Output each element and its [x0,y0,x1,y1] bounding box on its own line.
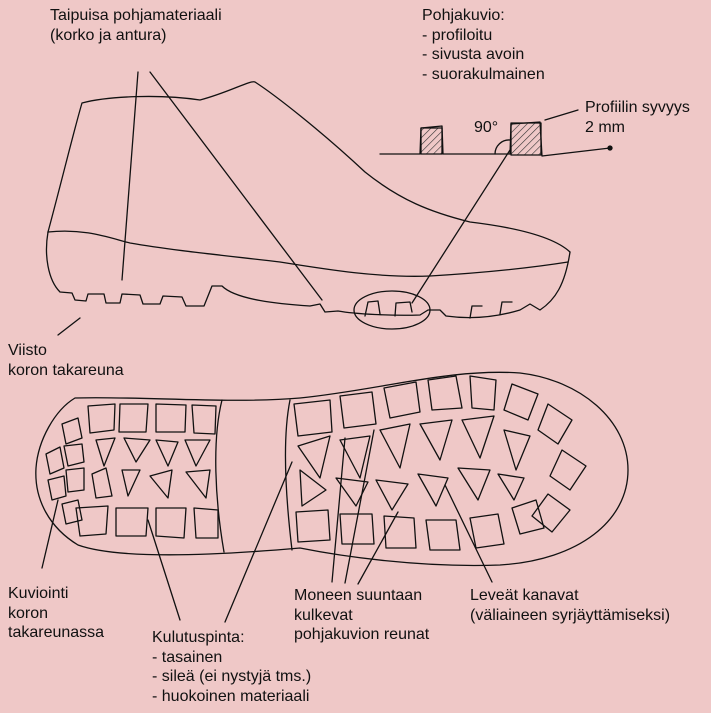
pointer-wear-1 [148,520,180,620]
pointer-profile [412,150,510,303]
pointer-heel-edge [58,318,80,335]
label-wide-channels: Leveät kanavat (väliaineen syrjäyttämise… [470,586,670,625]
pointer-channels [445,485,492,582]
pointer-depth [545,110,578,120]
angle-arc [495,140,510,154]
label-angle: 90° [474,118,498,138]
pointer-flexible-2 [150,72,322,300]
label-sole-pattern: Pohjakuvio: - profiloitu - sivusta avoin… [422,6,545,84]
pointer-multi-2 [345,430,374,583]
profile-highlight-ellipse [354,291,430,329]
profile-block-2 [511,123,541,155]
pointer-multi-1 [332,438,345,582]
profile-end-dot [608,146,612,150]
label-profile-depth: Profiilin syvyys 2 mm [585,98,690,137]
label-wear-surface: Kulutuspinta: - tasainen - sileä (ei nys… [152,628,311,706]
label-multi-direction-edges: Moneen suuntaan kulkevat pohjakuvion reu… [294,586,429,645]
profile-block-1 [421,128,442,154]
heel-tread-blocks [46,404,218,538]
label-flexible-sole: Taipuisa pohjamateriaali (korko ja antur… [50,6,222,45]
midsole-line [48,231,568,276]
pointer-flexible-1 [122,72,138,280]
waist-line-left [216,400,224,552]
label-heel-pattern: Kuviointi koron takareunassa [8,584,104,643]
label-heel-edge: Viisto koron takareuna [8,341,124,380]
pointer-wear-2 [225,462,292,622]
